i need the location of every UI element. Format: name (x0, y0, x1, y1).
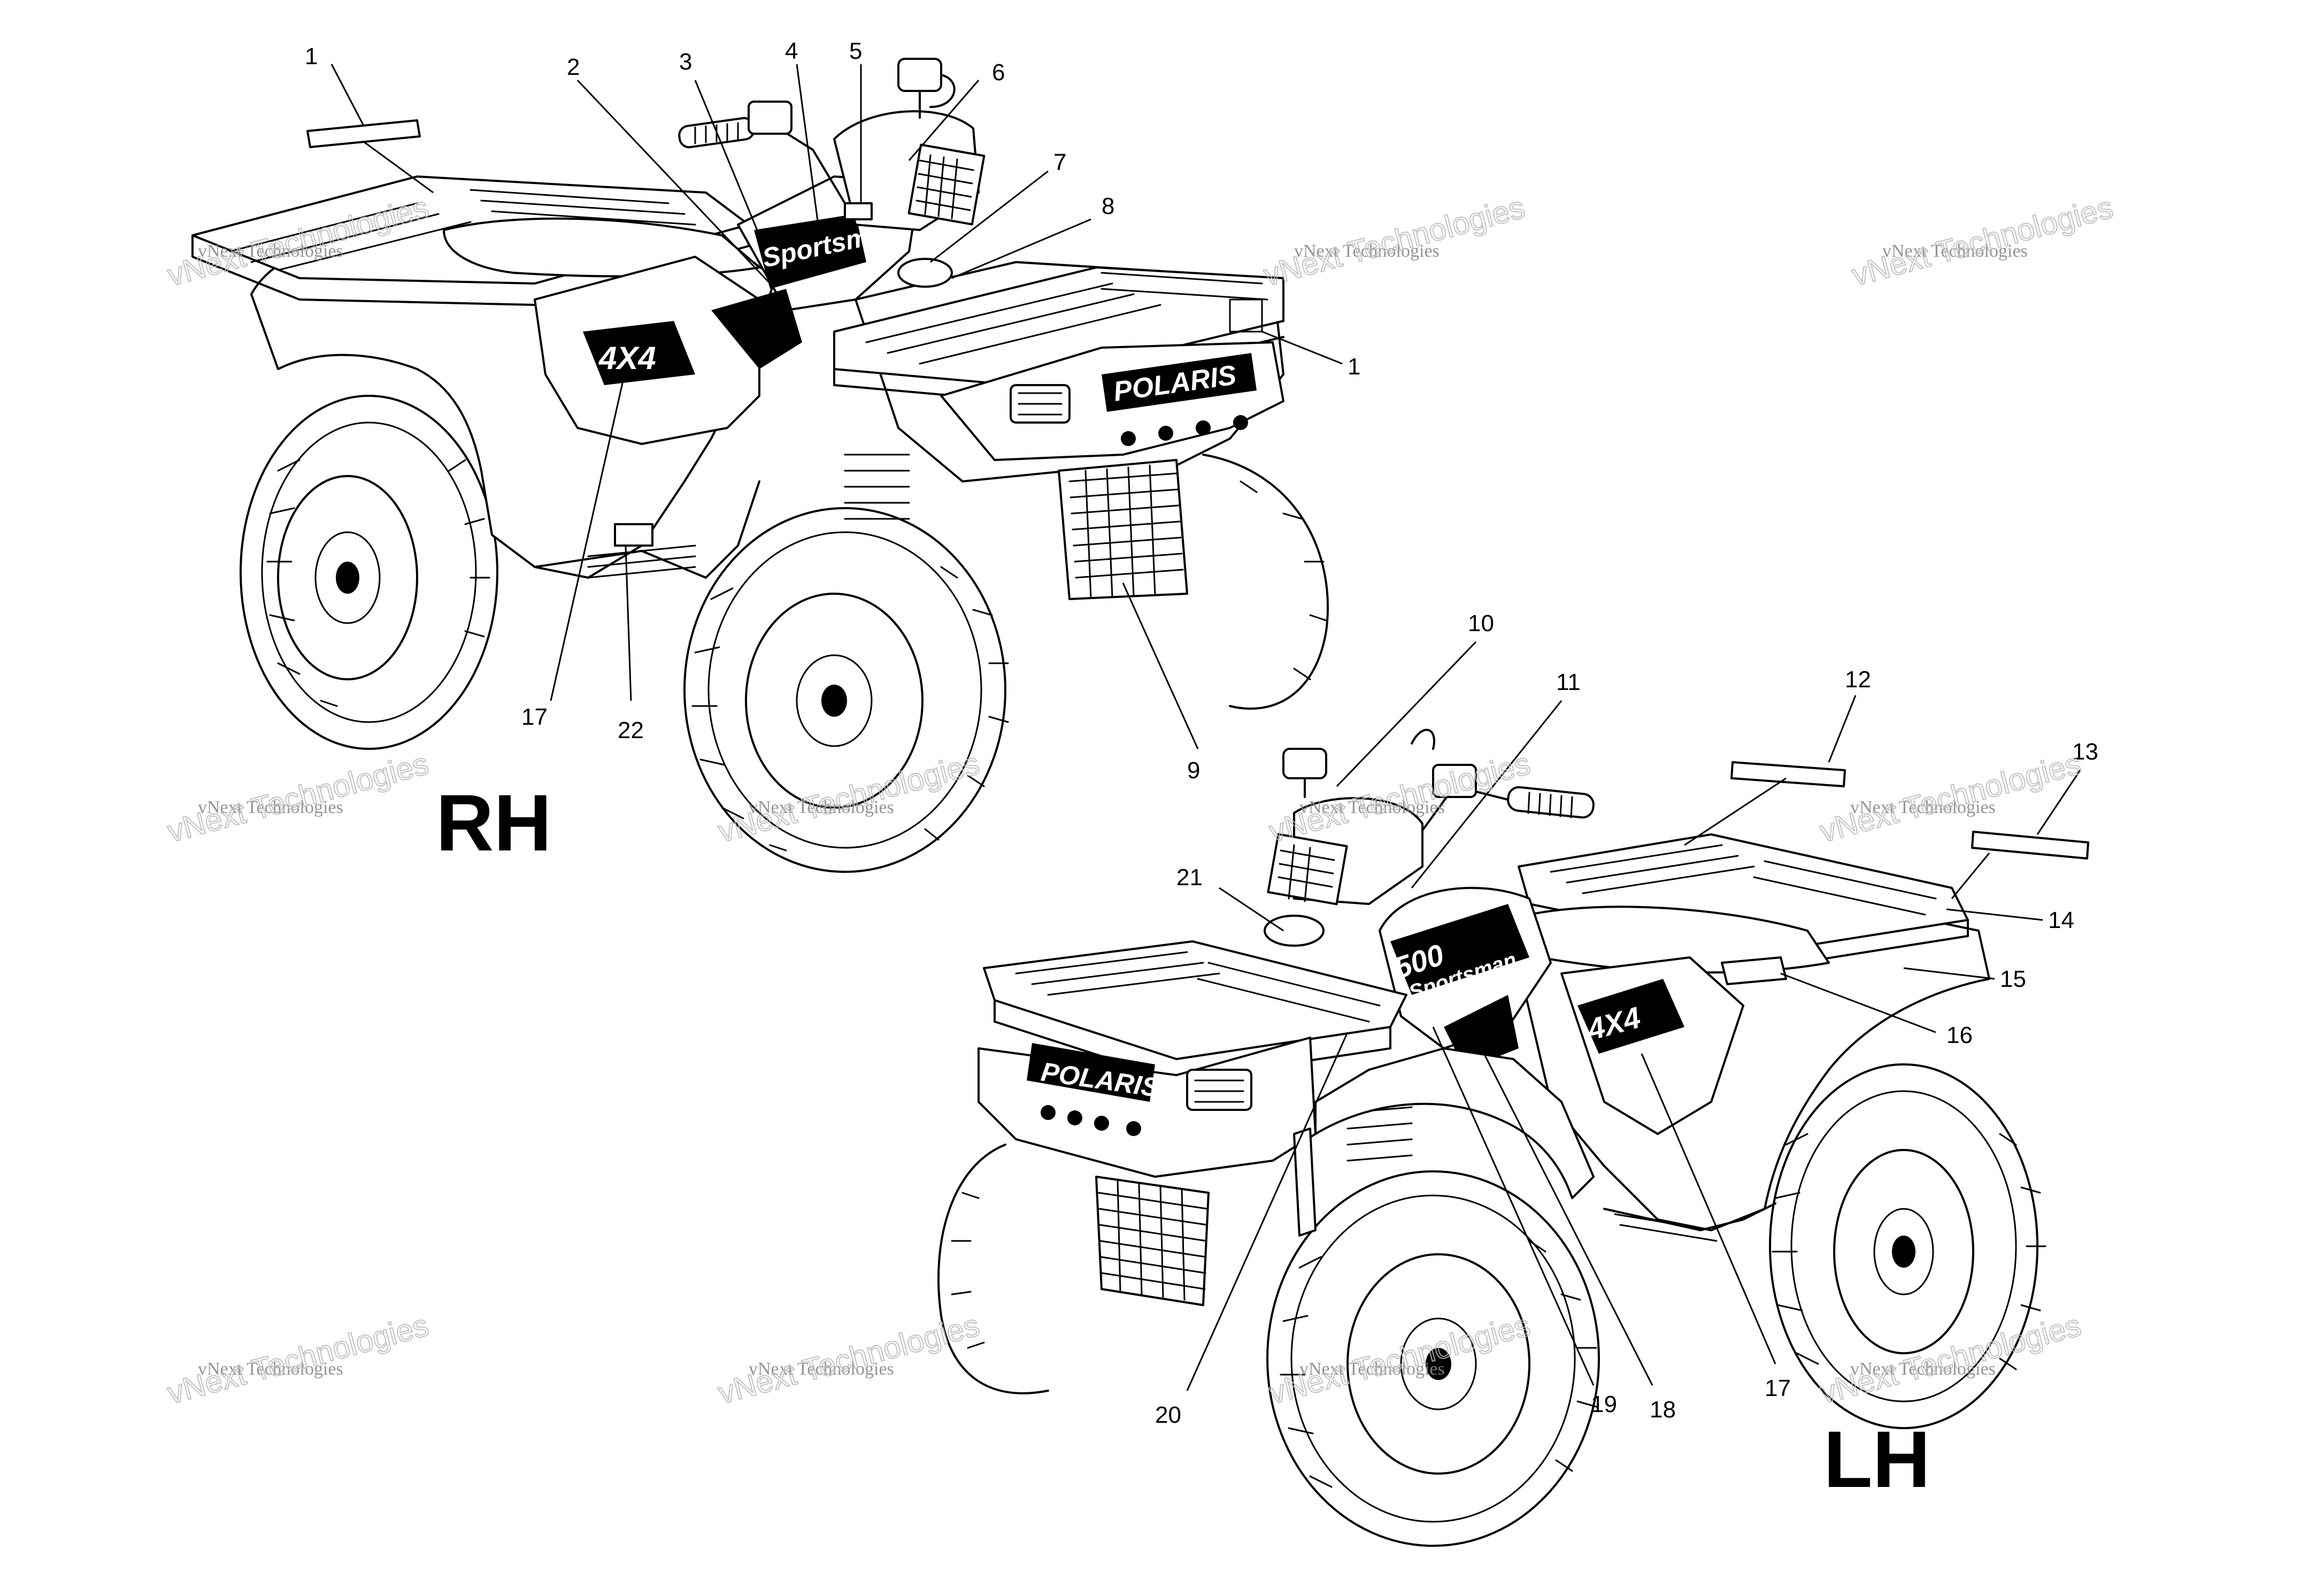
rh-engine (844, 454, 910, 520)
lh-rear-wheel (1769, 1063, 2046, 1429)
callout-7: 7 (1053, 149, 1066, 175)
lh-front-bumper (978, 1037, 1317, 1178)
watermark-text: vNext Technologies (1882, 241, 2028, 261)
lh-decal-13 (1971, 831, 2089, 860)
watermark-text: vNext Technologies (1299, 797, 1445, 817)
rh-front-right-wheel (1202, 454, 1329, 710)
watermark-text: vNext Technologies (1294, 241, 1440, 261)
callout-19: 19 (1591, 1391, 1617, 1417)
lh-front-right-wheel (1266, 1170, 1600, 1547)
callout-2: 2 (567, 54, 580, 80)
rh-front-left-wheel (683, 507, 1009, 873)
callout-17-lh: 17 (1765, 1375, 1791, 1401)
rh-headlight (907, 143, 986, 226)
lh-leaders (1186, 641, 2081, 1391)
callout-12: 12 (1845, 666, 1871, 693)
rh-rear-wheel (240, 395, 498, 750)
lh-front-rack (983, 940, 1407, 1082)
watermark-text: vNext Technologies (1850, 1359, 1996, 1379)
lh-decal-10 (1411, 729, 1435, 750)
rh-decal-7 (897, 258, 953, 288)
lh-front-fender (1314, 1047, 1595, 1199)
lh-grille (1095, 1176, 1210, 1306)
rh-handlebars (678, 101, 846, 204)
callout-6: 6 (992, 59, 1005, 86)
callout-10: 10 (1468, 610, 1494, 637)
lh-front-light (1186, 1069, 1252, 1111)
callout-8: 8 (1102, 193, 1114, 219)
watermark-text: vNext Technologies (749, 797, 894, 817)
rh-view-label: RH (436, 778, 552, 868)
callout-1-rh-front: 1 (1348, 354, 1360, 380)
rh-decal-1 (306, 119, 421, 148)
lh-callouts: 10 11 12 13 14 15 16 21 20 19 18 17 (1155, 610, 2098, 1428)
watermark-text: vNext Technologies (749, 1359, 894, 1379)
rh-callouts: 1 2 3 4 5 6 7 8 1 9 17 22 (305, 38, 1360, 784)
callout-15: 15 (2000, 966, 2026, 992)
watermark-text: vNext Technologies (198, 241, 343, 261)
lh-decal-16 (1721, 956, 1787, 985)
watermark-text: vNext Technologies (198, 1359, 343, 1379)
callout-16: 16 (1946, 1022, 1973, 1048)
rh-grille (1058, 459, 1188, 600)
callout-17-rh: 17 (521, 704, 548, 730)
lh-footwell (1603, 1202, 1776, 1231)
rh-decal-5 (844, 202, 873, 220)
callout-22: 22 (618, 717, 644, 743)
watermark-text: vNext Technologies (1850, 797, 1996, 817)
rh-decal-stripe (711, 289, 802, 369)
callout-5: 5 (849, 38, 862, 64)
atv-rh: 4X4 Sportsman P (191, 58, 1329, 873)
atv-lh: 4X4 500 Sportsman (937, 729, 2046, 1547)
callout-4: 4 (785, 38, 798, 64)
rh-front-rack (833, 266, 1284, 402)
callout-11: 11 (1556, 669, 1581, 695)
callout-1-rh: 1 (305, 43, 318, 70)
lh-decal-12 (1730, 761, 1846, 787)
lh-front-left-wheel (937, 1144, 1049, 1394)
lh-decal-4x4: 4X4 (1577, 979, 1684, 1054)
rh-decal-22 (614, 523, 653, 547)
callout-3: 3 (679, 49, 692, 75)
rh-decal-4x4-text: 4X4 (598, 340, 656, 376)
callout-13: 13 (2072, 739, 2098, 765)
callout-14: 14 (2048, 907, 2074, 933)
rh-leaders (330, 64, 1343, 749)
callout-20: 20 (1155, 1402, 1181, 1428)
watermark-text: vNext Technologies (1299, 1359, 1445, 1379)
callout-9: 9 (1187, 757, 1200, 784)
callout-21: 21 (1176, 864, 1203, 891)
rh-footwell (534, 480, 760, 579)
lh-engine (1346, 1106, 1413, 1162)
lh-view-label: LH (1823, 1414, 1930, 1504)
callout-18: 18 (1650, 1397, 1676, 1423)
lh-decal-20 (1293, 1128, 1317, 1237)
lh-fuel-cap (1282, 748, 1327, 779)
rh-fuel-cap (897, 58, 942, 92)
lh-handlebars (1411, 764, 1595, 846)
lh-decal-21 (1264, 915, 1325, 947)
rh-decal-4x4: 4X4 (583, 321, 695, 385)
watermark-text: vNext Technologies (198, 797, 343, 817)
